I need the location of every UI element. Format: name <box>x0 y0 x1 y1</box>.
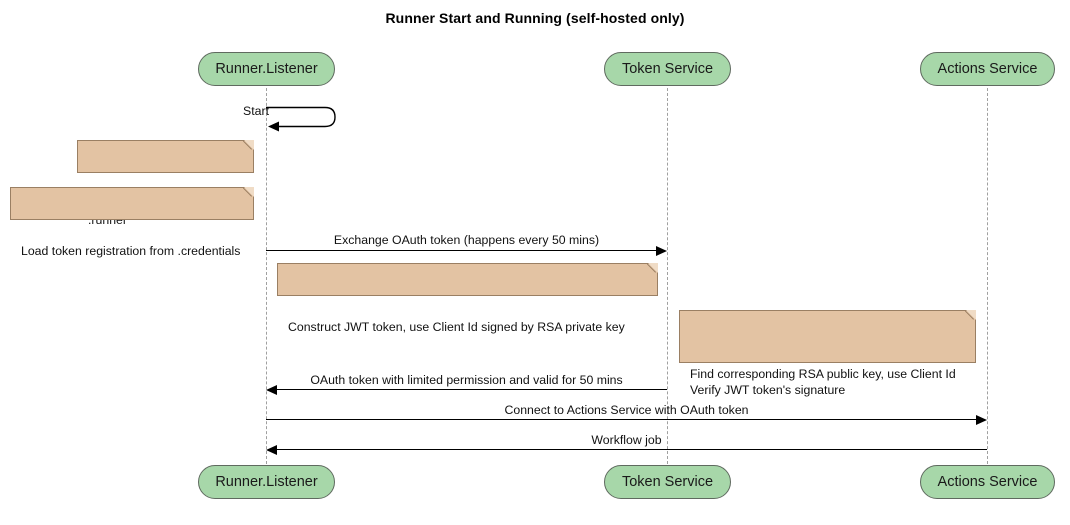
participant-bottom-runner-listener[interactable]: Runner.Listener <box>198 465 335 499</box>
participant-bottom-token-service[interactable]: Token Service <box>604 465 731 499</box>
note-fold-edge-icon <box>965 310 976 321</box>
arrow-head-right-icon <box>976 414 987 425</box>
message-self-loop-start[interactable] <box>266 100 346 139</box>
participant-label: Actions Service <box>937 61 1038 77</box>
participant-top-token-service[interactable]: Token Service <box>604 52 731 86</box>
note-construct-jwt-token: Construct JWT token, use Client Id signe… <box>277 263 658 334</box>
note-fold-edge-icon <box>243 140 254 151</box>
participant-top-actions-service[interactable]: Actions Service <box>920 52 1055 86</box>
message-line-workflow-job[interactable] <box>277 449 987 450</box>
lifeline-actions-service <box>987 88 988 464</box>
participant-label: Token Service <box>621 61 714 77</box>
diagram-title: Runner Start and Running (self-hosted on… <box>385 10 685 26</box>
note-fold-edge-icon <box>647 263 658 274</box>
note-load-token-registration: Load token registration from .credential… <box>10 187 254 258</box>
participant-label: Token Service <box>621 474 714 490</box>
lifeline-runner-listener <box>266 88 267 464</box>
note-text: Load token registration from .credential… <box>21 244 241 258</box>
message-label-connect-actions-service: Connect to Actions Service with OAuth to… <box>504 403 749 417</box>
arrow-head-right-icon <box>656 245 667 256</box>
message-label-exchange-oauth-token: Exchange OAuth token (happens every 50 m… <box>333 233 600 247</box>
message-label-start: Start <box>243 104 269 118</box>
note-verify-jwt-signature: Find corresponding RSA public key, use C… <box>679 310 976 397</box>
arrow-head-left-icon <box>266 444 277 455</box>
message-label-oauth-token-limited: OAuth token with limited permission and … <box>310 373 623 387</box>
message-label-workflow-job: Workflow job <box>591 433 662 447</box>
self-loop-arrow-icon <box>266 106 336 132</box>
message-line-oauth-token-limited[interactable] <box>277 389 667 390</box>
message-line-connect-actions-service[interactable] <box>266 419 976 420</box>
note-text: Find corresponding RSA public key, use C… <box>690 367 956 397</box>
participant-label: Runner.Listener <box>215 474 318 490</box>
note-fold-edge-icon <box>243 187 254 198</box>
participant-top-runner-listener[interactable]: Runner.Listener <box>198 52 335 86</box>
arrow-head-left-icon <box>266 384 277 395</box>
participant-label: Runner.Listener <box>215 61 318 77</box>
participant-label: Actions Service <box>937 474 1038 490</box>
note-load-config-info: Load config info from .runner <box>77 140 254 227</box>
lifeline-token-service <box>667 88 668 464</box>
participant-bottom-actions-service[interactable]: Actions Service <box>920 465 1055 499</box>
message-line-exchange-oauth-token[interactable] <box>266 250 656 251</box>
note-text: Construct JWT token, use Client Id signe… <box>288 320 625 334</box>
